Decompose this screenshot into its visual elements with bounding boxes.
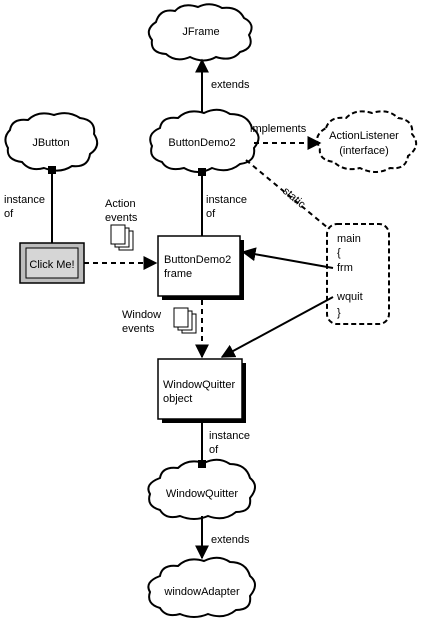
- wquit-reference-edge: [220, 296, 334, 358]
- extends-bottom-label: extends: [211, 534, 250, 546]
- wq-object-label-1: WindowQuitter: [163, 379, 235, 391]
- buttondemo2-cloud: [149, 108, 260, 173]
- actionlistener-cloud: [316, 110, 418, 173]
- actionlistener-label: ActionListener: [329, 130, 399, 142]
- window-events-label-2: events: [122, 323, 155, 335]
- jbutton-cloud: [4, 112, 99, 172]
- wq-object-label-2: object: [163, 393, 192, 405]
- instance-frame-label-1: instance: [206, 194, 247, 206]
- frame-label-1: ButtonDemo2: [164, 254, 231, 266]
- buttondemo2-frame-box: [157, 235, 241, 297]
- implements-label: implements: [250, 123, 307, 135]
- jframe-cloud: [147, 3, 253, 62]
- actionlistener-sublabel: (interface): [339, 145, 389, 157]
- instance-jbutton-label-2: of: [4, 208, 14, 220]
- main-line-5: }: [337, 307, 341, 319]
- frame-label-2: frame: [164, 268, 192, 280]
- main-box: [326, 223, 390, 325]
- instance-jbutton-label-1: instance: [4, 194, 45, 206]
- windowadapter-label: windowAdapter: [163, 586, 240, 598]
- instance-marker-wq: [198, 460, 206, 468]
- main-line-4: wquit: [336, 291, 363, 303]
- instance-frame-label-2: of: [206, 208, 216, 220]
- action-events-label-1: Action: [105, 198, 136, 210]
- click-me-label: Click Me!: [29, 259, 74, 271]
- jframe-label: JFrame: [182, 26, 219, 38]
- instance-marker-frame: [198, 168, 206, 176]
- click-me-button[interactable]: [25, 247, 79, 279]
- window-events-label-1: Window: [122, 309, 161, 321]
- action-events-doc-icon: [110, 224, 134, 251]
- main-line-1: main: [337, 233, 361, 245]
- instance-marker-jbutton: [48, 166, 56, 174]
- window-events-doc-icon: [173, 307, 197, 334]
- extends-top-label: extends: [211, 79, 250, 91]
- frm-reference-edge: [241, 247, 334, 269]
- jbutton-label: JButton: [32, 137, 69, 149]
- instance-wq-label-2: of: [209, 444, 219, 456]
- windowadapter-cloud: [147, 556, 256, 618]
- main-line-3: frm: [337, 262, 353, 274]
- action-events-label-2: events: [105, 212, 138, 224]
- instance-wq-label-1: instance: [209, 430, 250, 442]
- buttondemo2-label: ButtonDemo2: [168, 137, 235, 149]
- windowquitter-label: WindowQuitter: [166, 488, 238, 500]
- main-line-2: {: [337, 247, 341, 259]
- windowquitter-object-box: [157, 358, 243, 420]
